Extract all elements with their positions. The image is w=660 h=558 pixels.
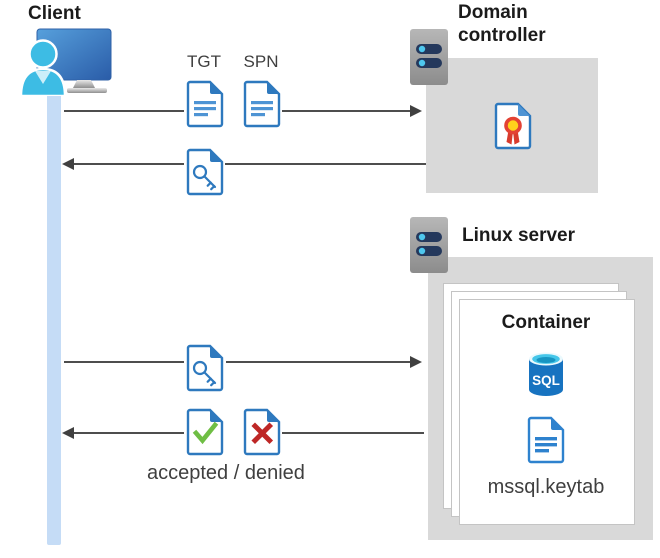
domain-controller-label: Domain controller [458, 2, 546, 46]
arrow-tgt-request-line-left [64, 110, 184, 112]
keytab-document-icon [527, 416, 565, 464]
sql-icon-label: SQL [532, 373, 560, 388]
cross-document-icon [243, 408, 281, 456]
arrow-ticket-return-line-left [74, 163, 184, 165]
certificate-document-icon [494, 102, 532, 150]
server-icon [410, 29, 448, 85]
spn-label: SPN [243, 52, 279, 71]
arrow-ticket-send-line-right [226, 361, 410, 363]
server-icon [410, 217, 448, 273]
arrow-tgt-request-line-right [282, 110, 410, 112]
sql-database-icon: SQL [527, 351, 565, 398]
accepted-denied-label: accepted / denied [147, 462, 305, 484]
arrowhead-left-icon [62, 427, 74, 439]
arrow-ticket-return-line-right [225, 163, 426, 165]
linux-server-label: Linux server [462, 225, 575, 246]
container-card-front [459, 299, 635, 525]
key-document-icon [186, 344, 224, 392]
spn-document-icon [243, 80, 281, 128]
key-document-icon [186, 148, 224, 196]
arrowhead-right-icon [410, 356, 422, 368]
client-label: Client [28, 3, 81, 24]
tgt-document-icon [186, 80, 224, 128]
client-lifeline [47, 86, 61, 545]
arrow-result-line-right [282, 432, 424, 434]
keytab-label: mssql.keytab [487, 476, 605, 498]
arrowhead-left-icon [62, 158, 74, 170]
tgt-label: TGT [187, 52, 221, 71]
arrow-ticket-send-line-left [64, 361, 184, 363]
check-document-icon [186, 408, 224, 456]
container-label: Container [501, 312, 591, 333]
user-computer-icon [8, 24, 113, 96]
arrow-result-line-left [74, 432, 184, 434]
arrowhead-right-icon [410, 105, 422, 117]
